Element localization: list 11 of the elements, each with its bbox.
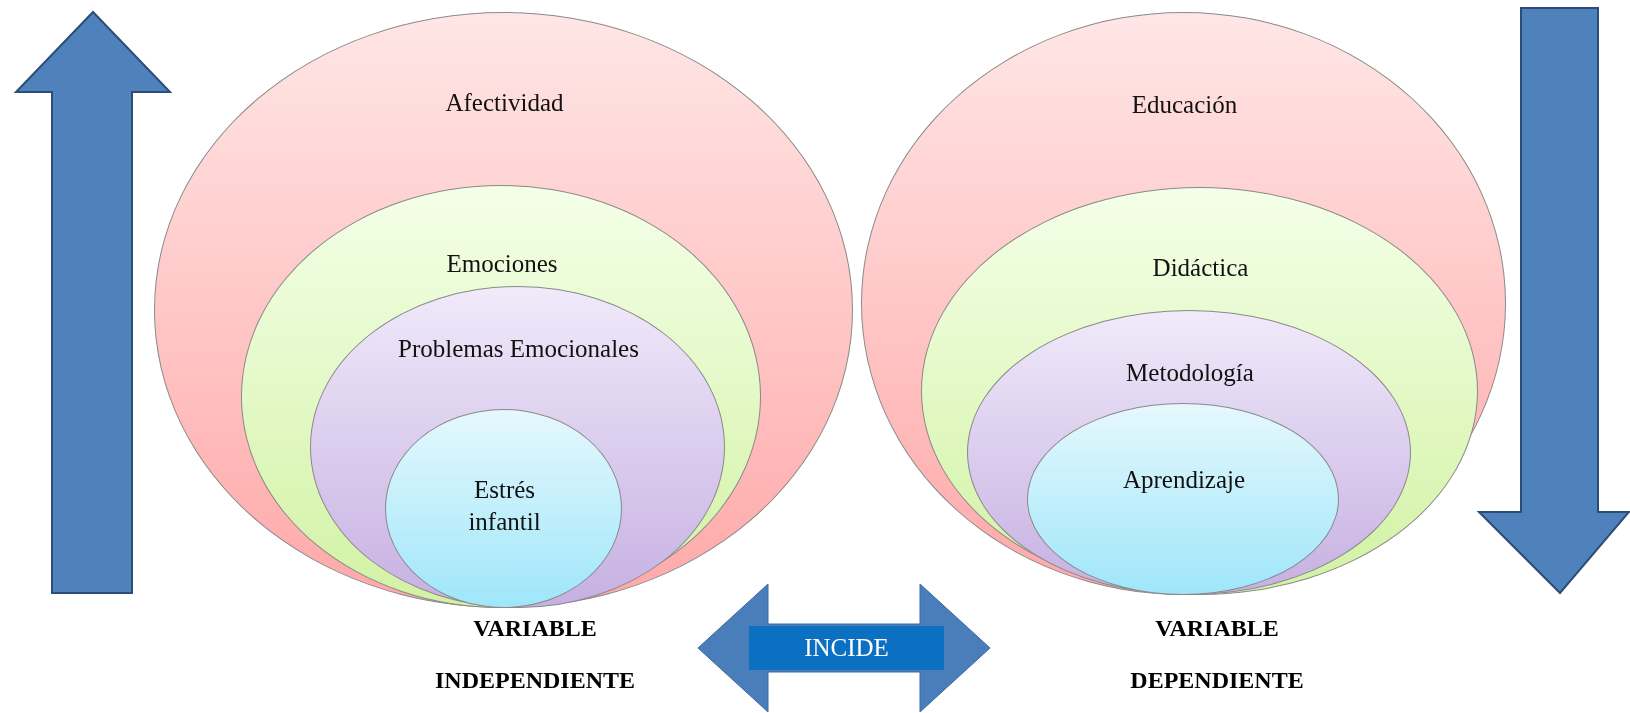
ellipse-label: Didáctica <box>1151 253 1250 283</box>
edge-label: INCIDE <box>749 626 944 670</box>
ellipse-label: Metodología <box>1125 358 1255 388</box>
ellipse-label: Estrés infantil <box>467 474 542 537</box>
variable-caption: VARIABLE INDEPENDIENTE <box>433 614 636 695</box>
ellipse-label: Emociones <box>445 249 559 279</box>
ellipse-label: Afectividad <box>444 88 565 118</box>
ellipse-label: Aprendizaje <box>1121 465 1247 495</box>
ellipse-label: Problemas Emocionales <box>397 334 640 364</box>
ellipse-label: Educación <box>1130 90 1239 120</box>
variable-caption: VARIABLE DEPENDIENTE <box>1129 614 1305 695</box>
